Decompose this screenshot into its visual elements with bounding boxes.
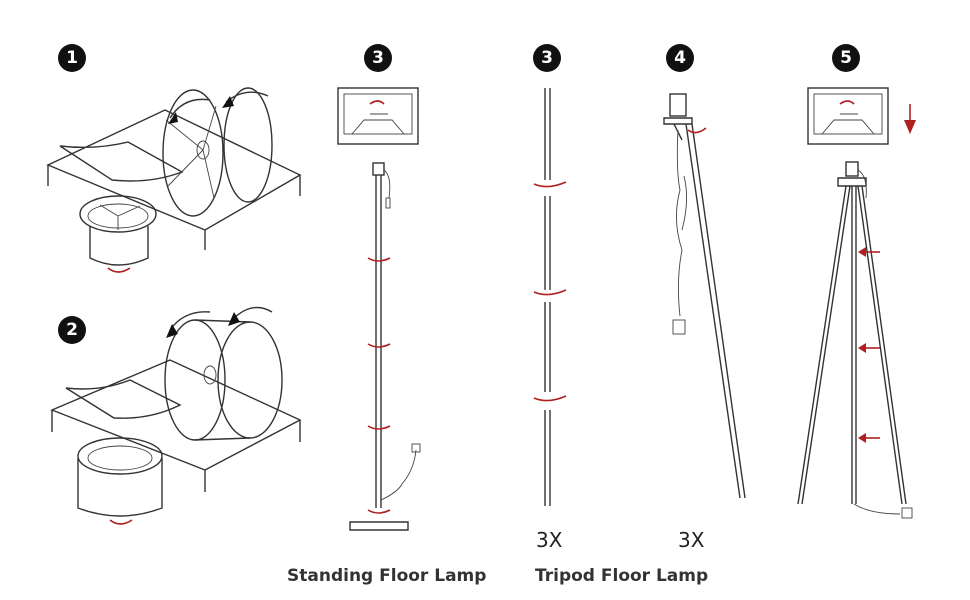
plug-icon <box>901 507 913 519</box>
standing-lamp-illustration <box>337 87 421 531</box>
step-2-illustration <box>50 306 302 525</box>
step-1-illustration <box>46 87 302 273</box>
tripod-legs-quantity: 3X <box>678 528 705 552</box>
tripod-poles-quantity: 3X <box>536 528 563 552</box>
standing-floor-lamp-caption: Standing Floor Lamp <box>287 566 487 586</box>
step-5-badge: 5 <box>832 44 860 72</box>
step-2-badge: 2 <box>58 316 86 344</box>
step-1-badge: 1 <box>58 44 86 72</box>
step-3-standing-badge: 3 <box>364 44 392 72</box>
tripod-poles-illustration <box>533 88 567 506</box>
tripod-cord-illustration <box>663 93 746 499</box>
tripod-assembled-illustration <box>797 87 916 519</box>
tripod-floor-lamp-caption: Tripod Floor Lamp <box>535 566 709 586</box>
step-4-badge: 4 <box>666 44 694 72</box>
step-3-tripod-badge: 3 <box>533 44 561 72</box>
